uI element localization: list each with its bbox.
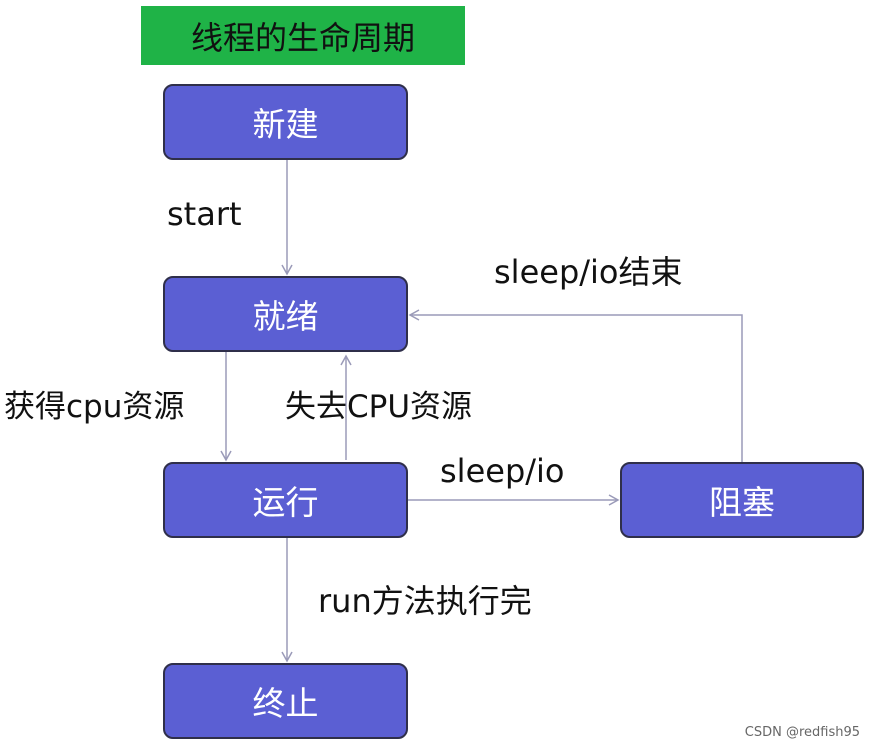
state-blocked: 阻塞	[620, 462, 864, 538]
watermark: CSDN @redfish95	[744, 725, 860, 740]
arrow-blocked-to-ready	[408, 309, 743, 462]
label-sleep-io: sleep/io	[440, 452, 565, 490]
state-running: 运行	[163, 462, 408, 538]
label-get-cpu: 获得cpu资源	[4, 389, 185, 425]
label-lose-cpu: 失去CPU资源	[285, 389, 473, 425]
label-sleep-io-end: sleep/io结束	[494, 253, 683, 291]
label-run-done: run方法执行完	[318, 582, 532, 620]
state-new: 新建	[163, 84, 408, 160]
state-terminated: 终止	[163, 663, 408, 739]
label-start: start	[167, 195, 242, 233]
state-ready: 就绪	[163, 276, 408, 352]
diagram-title: 线程的生命周期	[141, 6, 465, 65]
